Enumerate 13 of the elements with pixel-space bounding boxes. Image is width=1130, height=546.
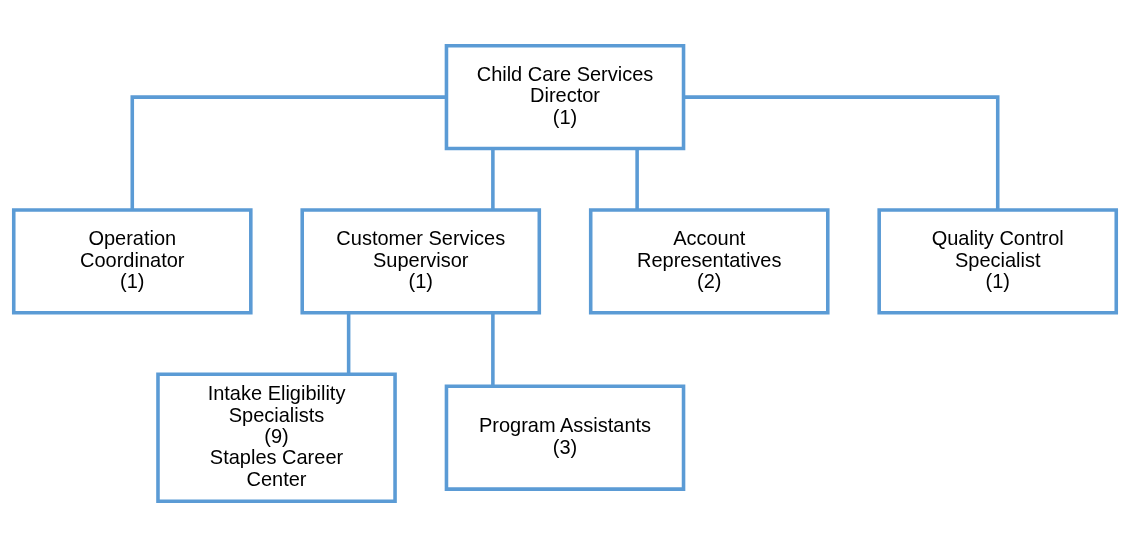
connector bbox=[491, 312, 495, 386]
node-box: Quality Control Specialist (1) bbox=[877, 207, 1119, 315]
node-box: Child Care Services Director (1) bbox=[444, 43, 686, 150]
connector bbox=[491, 148, 495, 209]
connector bbox=[346, 312, 351, 374]
node-box: Customer Services Supervisor (1) bbox=[300, 207, 542, 315]
connector bbox=[635, 148, 639, 209]
node-box: Intake Eligibility Specialists (9) Staples Career Center bbox=[156, 371, 397, 503]
connector bbox=[683, 94, 1000, 210]
node-box: Operation Coordinator (1) bbox=[11, 207, 253, 315]
connector bbox=[130, 94, 447, 210]
node-box: Account Representatives (2) bbox=[588, 207, 830, 315]
node-box: Program Assistants (3) bbox=[444, 384, 686, 491]
